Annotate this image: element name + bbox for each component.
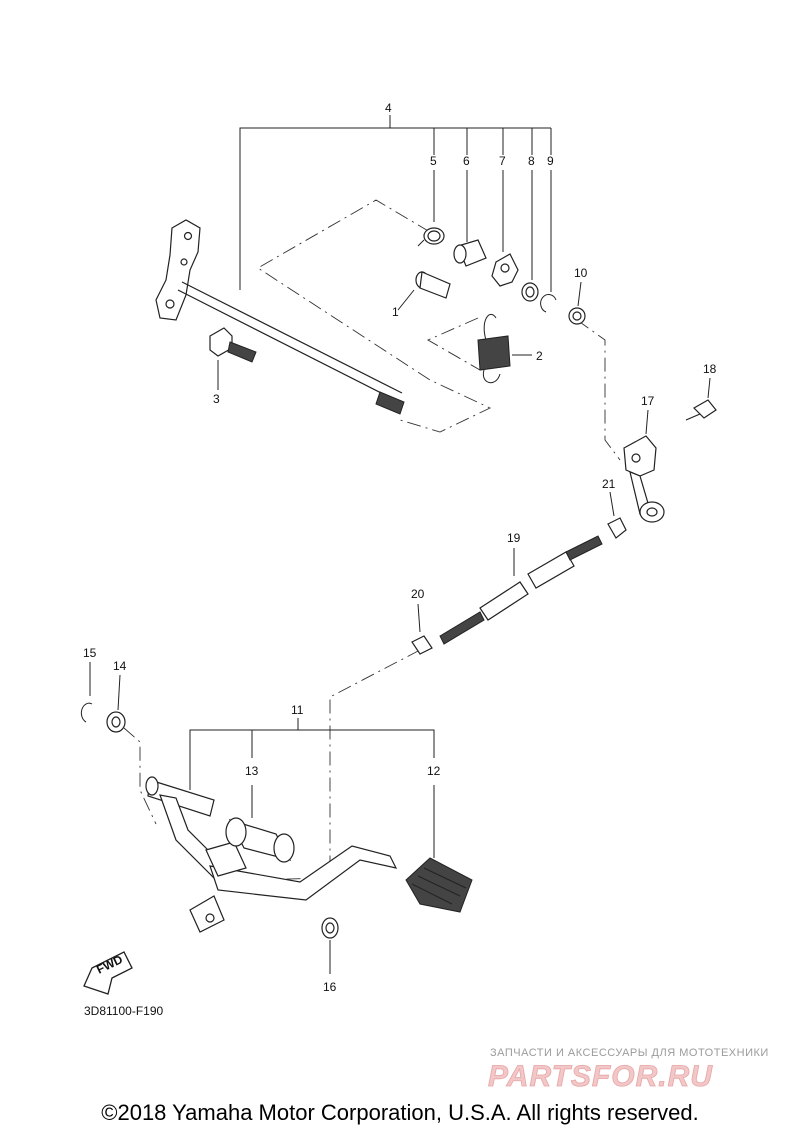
callout-6: 6 [463, 154, 470, 168]
callout-14: 14 [113, 659, 127, 673]
callout-11: 11 [291, 703, 304, 717]
group-4-bracket [239, 115, 552, 292]
callout-12: 12 [427, 764, 441, 778]
copyright-notice: ©2018 Yamaha Motor Corporation, U.S.A. A… [101, 1100, 699, 1125]
callout-3: 3 [213, 392, 220, 406]
part-11-pedal [145, 776, 398, 933]
fwd-arrow: FWD [83, 951, 133, 995]
part-13-sleeve [225, 817, 295, 863]
callout-8: 8 [528, 154, 535, 168]
part-20-nut [411, 603, 433, 655]
part-7-plate [491, 253, 519, 287]
shift-shaft [155, 219, 405, 415]
callout-20: 20 [411, 587, 425, 601]
part-16-washer [321, 917, 339, 974]
watermark-logo: PARTSFOR.RU [488, 1060, 713, 1093]
callout-5: 5 [430, 154, 437, 168]
part-10-washer [568, 281, 586, 325]
callout-2: 2 [536, 349, 543, 363]
watermark: ЗАПЧАСТИ И АКСЕССУАРЫ ДЛЯ МОТОТЕХНИКИ PA… [488, 1047, 769, 1093]
part-2-spring [477, 313, 532, 384]
part-17-arm [623, 409, 665, 523]
callout-1: 1 [392, 305, 399, 319]
callout-16: 16 [323, 980, 337, 994]
callout-15: 15 [83, 646, 97, 660]
callout-21: 21 [602, 477, 616, 491]
part-6-collar [453, 239, 487, 267]
part-19-rod [439, 535, 603, 645]
callout-9: 9 [547, 154, 554, 168]
part-18-bolt [685, 377, 717, 421]
part-8-washer [521, 282, 539, 302]
part-5-spring [417, 227, 445, 247]
assembly-guides [244, 199, 621, 881]
part-9-circlip [540, 294, 557, 313]
part-15-circlip [80, 662, 93, 723]
callout-18: 18 [703, 362, 717, 376]
callout-7: 7 [499, 154, 506, 168]
callout-labels: 1 2 3 4 5 6 7 8 9 10 11 12 13 14 15 16 1… [83, 101, 717, 994]
part-21-nut [607, 491, 627, 539]
callout-4: 4 [385, 101, 392, 115]
callout-19: 19 [507, 531, 521, 545]
part-12-pedal-rubber [405, 857, 473, 913]
callout-10: 10 [574, 266, 588, 280]
part-1-pin [397, 271, 451, 311]
watermark-tagline: ЗАПЧАСТИ И АКСЕССУАРЫ ДЛЯ МОТОТЕХНИКИ [490, 1047, 769, 1059]
callout-17: 17 [641, 394, 655, 408]
callout-13: 13 [245, 764, 259, 778]
part-14-washer [106, 674, 157, 825]
group-11-bracket [189, 718, 435, 858]
reference-code: 3D81100-F190 [84, 1004, 163, 1018]
part-3-bolt [209, 327, 257, 363]
